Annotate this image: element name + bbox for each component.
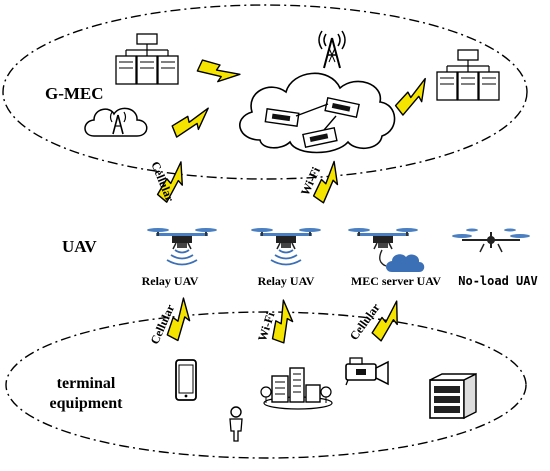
uav-label-relay-2: Relay UAV xyxy=(258,274,315,288)
terminal-region-ellipse xyxy=(5,311,527,459)
lightning-icon xyxy=(196,56,241,90)
video-camera-icon xyxy=(345,357,389,386)
lightning-icon xyxy=(170,107,215,139)
edge-cloud-icon xyxy=(379,249,425,272)
lightning-icon xyxy=(392,77,436,117)
drone-icon xyxy=(146,227,218,250)
uav-label-relay-1: Relay UAV xyxy=(142,274,199,288)
gmec-label: G-MEC xyxy=(45,84,104,103)
terminal-label-line2: equipment xyxy=(50,395,124,412)
server-rack-icon xyxy=(115,33,179,85)
cell-tower-icon xyxy=(318,30,346,69)
core-network-cloud-icon xyxy=(239,72,396,154)
smart-city-icon xyxy=(260,367,333,410)
uav-label-no-load: No-load UAV xyxy=(458,274,537,288)
server-cabinet-icon xyxy=(429,372,477,420)
no-load-drone-icon xyxy=(452,228,530,253)
person-icon xyxy=(229,406,243,442)
terminal-label-line1: terminal xyxy=(57,375,116,392)
drone-icon xyxy=(250,227,322,250)
small-cloud-tower-icon xyxy=(84,107,148,137)
gmec-region-ellipse xyxy=(2,4,528,180)
signal-waves-icon xyxy=(166,249,198,266)
drone-icon xyxy=(347,227,419,250)
uav-label-mec-server: MEC server UAV xyxy=(351,274,442,288)
server-rack-icon xyxy=(436,49,500,101)
smartphone-icon xyxy=(175,359,197,401)
signal-waves-icon xyxy=(270,249,302,266)
uav-label: UAV xyxy=(62,237,97,256)
